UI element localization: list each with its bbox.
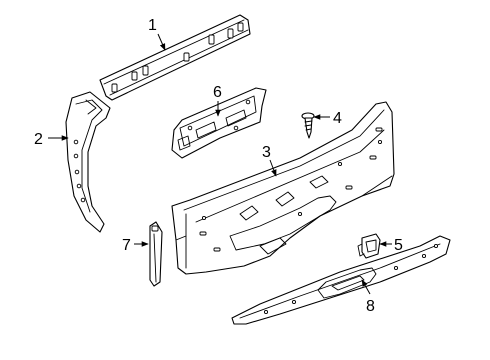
callout-6: 6 [213,84,222,101]
callout-5: 5 [394,237,403,254]
part-6-bracket [171,87,267,159]
leader-1 [157,33,166,51]
part-3-main-panel [171,101,395,275]
callout-7: 7 [122,237,131,254]
part-1-upper-trim [99,14,251,101]
callout-8: 8 [366,298,375,315]
callout-1: 1 [148,17,157,34]
part-8-lower-garnish [231,235,451,325]
part-4-screw [301,112,315,139]
callout-labels: 1 2 3 4 5 6 7 8 [34,17,403,315]
leader-8 [361,279,371,295]
callout-3: 3 [262,144,271,161]
callout-4: 4 [333,110,342,127]
part-8-holes [263,243,439,315]
part-7-side-bracket [149,221,163,287]
leader-3 [269,159,277,177]
callout-2: 2 [34,131,43,148]
part-1-clips [111,22,244,93]
leader-lines [48,33,392,295]
part-2-holes [73,139,86,203]
part-2-pillar-trim [65,91,111,233]
part-5-clip [357,233,381,259]
part-3-holes [199,127,383,252]
